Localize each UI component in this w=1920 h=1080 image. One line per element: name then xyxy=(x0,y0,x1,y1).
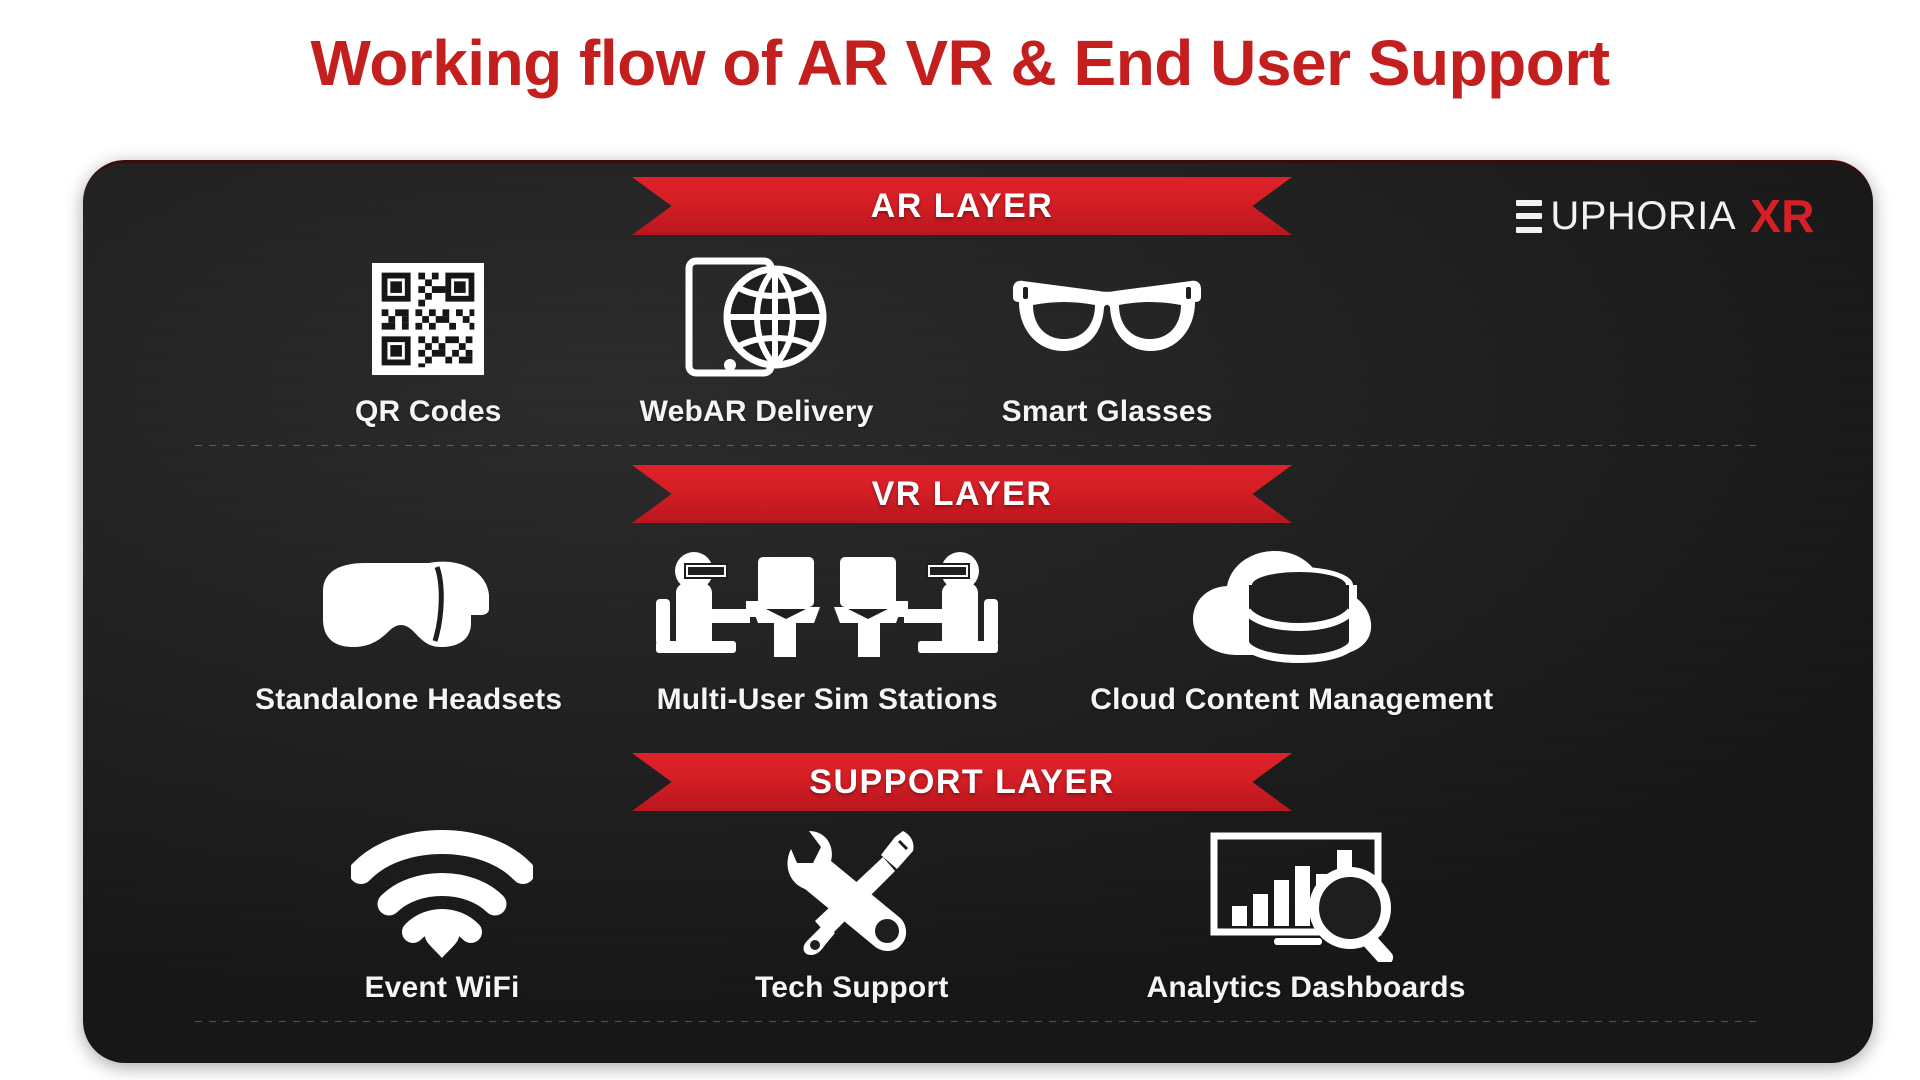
item-qr-codes[interactable]: QR Codes xyxy=(355,253,502,429)
brand-logo: UPHORIA XR xyxy=(1516,193,1815,239)
item-webar-delivery[interactable]: WebAR Delivery xyxy=(640,253,874,429)
item-label: WebAR Delivery xyxy=(639,395,874,428)
layer-section-support: SUPPORT LAYER xyxy=(83,753,1873,1005)
ribbon-banner-ar: AR LAYER xyxy=(83,177,1873,235)
item-cloud-content-management[interactable]: Cloud Content Management xyxy=(1090,541,1493,717)
xi-e-logo-mark-icon xyxy=(1516,199,1543,233)
ribbon-label: SUPPORT LAYER xyxy=(809,762,1115,801)
section-divider xyxy=(195,1021,1761,1022)
item-label: Analytics Dashboards xyxy=(1146,971,1466,1004)
page-title: Working flow of AR VR & End User Support xyxy=(310,27,1610,99)
diagram-board: UPHORIA XR AR LAYER xyxy=(83,160,1873,1063)
item-smart-glasses[interactable]: Smart Glasses xyxy=(1002,253,1213,429)
item-label: Standalone Headsets xyxy=(255,683,563,716)
brand-accent: XR xyxy=(1750,190,1815,242)
item-label: Event WiFi xyxy=(364,971,520,1004)
items-row-vr: Standalone Headsets xyxy=(83,541,1873,717)
items-row-support: Event WiFi xyxy=(83,829,1873,1005)
item-tech-support[interactable]: Tech Support xyxy=(755,829,949,1005)
wrench-screwdriver-icon xyxy=(777,829,927,961)
brand-name: UPHORIA xyxy=(1550,194,1737,238)
item-label: Smart Glasses xyxy=(1001,395,1213,428)
section-divider xyxy=(195,445,1761,446)
tablet-globe-icon xyxy=(675,253,839,385)
items-row-ar: QR Codes xyxy=(83,253,1873,429)
ribbon-banner-vr: VR LAYER xyxy=(83,465,1873,523)
item-multi-user-sim-stations[interactable]: Multi-User Sim Stations xyxy=(654,541,1000,717)
item-standalone-headsets[interactable]: Standalone Headsets xyxy=(255,541,562,717)
ribbon-label: AR LAYER xyxy=(870,186,1054,225)
ribbon-banner-support: SUPPORT LAYER xyxy=(83,753,1873,811)
vr-headset-icon xyxy=(309,541,509,673)
layer-section-ar: AR LAYER xyxy=(83,177,1873,446)
ribbon-label: VR LAYER xyxy=(871,474,1053,513)
wifi-icon xyxy=(351,829,533,961)
monitor-barchart-magnifier-icon xyxy=(1208,829,1404,962)
item-analytics-dashboards[interactable]: Analytics Dashboards xyxy=(1147,829,1466,1005)
two-users-workstations-icon xyxy=(654,541,1000,673)
item-label: Cloud Content Management xyxy=(1090,683,1494,716)
item-event-wifi[interactable]: Event WiFi xyxy=(351,829,533,1005)
item-label: Tech Support xyxy=(755,971,949,1004)
item-label: QR Codes xyxy=(355,395,502,428)
brand-wordmark: UPHORIA xyxy=(1516,196,1736,236)
qr-code-icon xyxy=(372,253,485,385)
eyeglasses-icon xyxy=(1007,253,1207,385)
cloud-database-icon xyxy=(1189,541,1395,673)
layer-section-vr: VR LAYER Standalone Headsets xyxy=(83,465,1873,1022)
item-label: Multi-User Sim Stations xyxy=(656,683,998,716)
